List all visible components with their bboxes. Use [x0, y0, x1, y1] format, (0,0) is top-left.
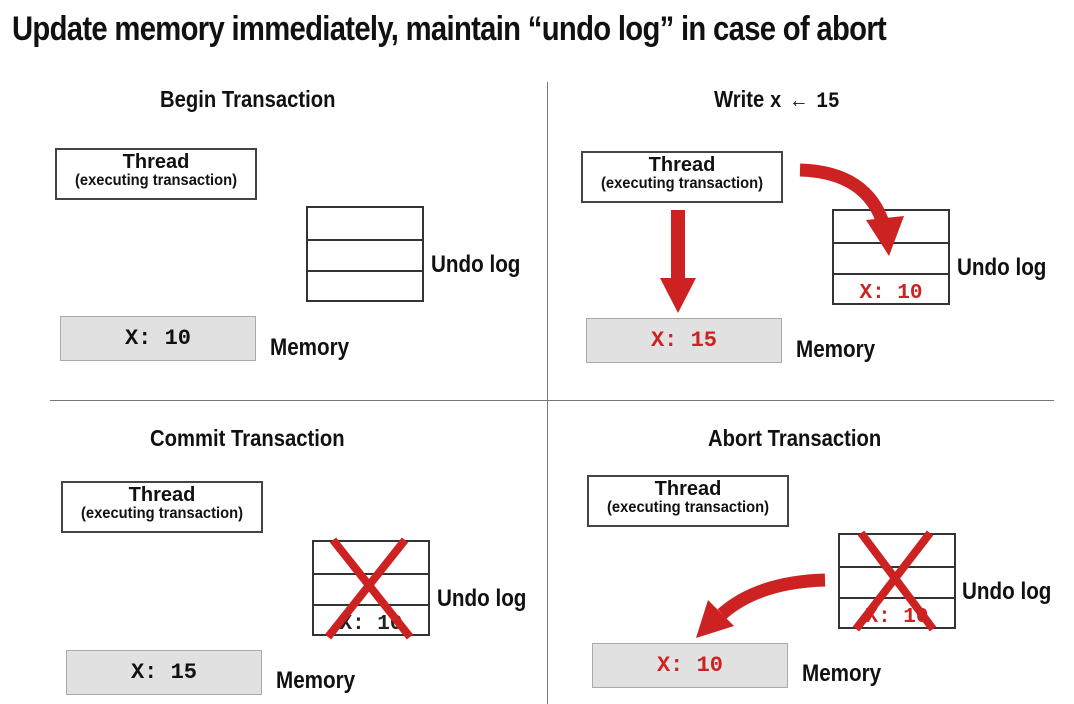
thread-sublabel: (executing transaction)	[81, 505, 243, 522]
thread-label: Thread	[648, 154, 716, 176]
write-title-prefix: Write	[714, 86, 765, 112]
page-title: Update memory immediately, maintain “und…	[12, 10, 887, 48]
memory-box: X: 15	[66, 650, 262, 695]
undo-log	[306, 206, 424, 302]
undo-log-slot: X: 10	[840, 597, 954, 630]
memory-box: X: 15	[586, 318, 782, 363]
memory-label: Memory	[802, 660, 882, 687]
memory-label: Memory	[796, 336, 876, 363]
thread-box: Thread (executing transaction)	[55, 148, 257, 200]
undo-log-label: Undo log	[437, 585, 527, 612]
undo-log-label: Undo log	[957, 254, 1047, 281]
undo-log-slot	[314, 573, 428, 606]
thread-sublabel: (executing transaction)	[601, 175, 763, 192]
undo-log-slot	[314, 542, 428, 573]
undo-log-slot: X: 10	[314, 604, 428, 637]
undo-log-slot	[840, 566, 954, 599]
write-title-code: x ← 15	[769, 89, 840, 114]
undo-log-label: Undo log	[962, 578, 1052, 605]
undo-log-slot	[834, 211, 948, 242]
undo-log-label: Undo log	[431, 251, 521, 278]
thread-label: Thread	[128, 484, 196, 506]
write-to-memory-arrow	[660, 210, 696, 313]
commit-transaction-title: Commit Transaction	[150, 425, 345, 451]
thread-sublabel: (executing transaction)	[607, 499, 769, 516]
memory-box: X: 10	[60, 316, 256, 361]
abort-transaction-title: Abort Transaction	[708, 425, 882, 451]
horizontal-divider	[50, 400, 1054, 401]
thread-sublabel: (executing transaction)	[75, 172, 237, 189]
memory-label: Memory	[270, 334, 350, 361]
undo-log-entry: X: 10	[865, 606, 929, 629]
undo-log-slot	[308, 208, 422, 239]
undo-log-slot	[308, 270, 422, 303]
thread-box: Thread (executing transaction)	[61, 481, 263, 533]
thread-label: Thread	[654, 478, 722, 500]
undo-log-slot	[840, 535, 954, 566]
begin-transaction-title: Begin Transaction	[160, 86, 336, 112]
undo-log-entry: X: 10	[859, 282, 923, 305]
undo-log-slot	[308, 239, 422, 272]
undo-log: X: 10	[312, 540, 430, 636]
undo-log-slot	[834, 242, 948, 275]
undo-log-entry: X: 10	[339, 613, 403, 636]
memory-label: Memory	[276, 667, 356, 694]
thread-label: Thread	[122, 151, 190, 173]
thread-box: Thread (executing transaction)	[581, 151, 783, 203]
vertical-divider	[547, 82, 548, 704]
undo-log: X: 10	[838, 533, 956, 629]
undo-log-to-memory-arrow	[696, 573, 826, 638]
undo-log-slot: X: 10	[834, 273, 948, 306]
write-title: Write x ← 15	[714, 86, 840, 114]
undo-log: X: 10	[832, 209, 950, 305]
memory-box: X: 10	[592, 643, 788, 688]
thread-box: Thread (executing transaction)	[587, 475, 789, 527]
